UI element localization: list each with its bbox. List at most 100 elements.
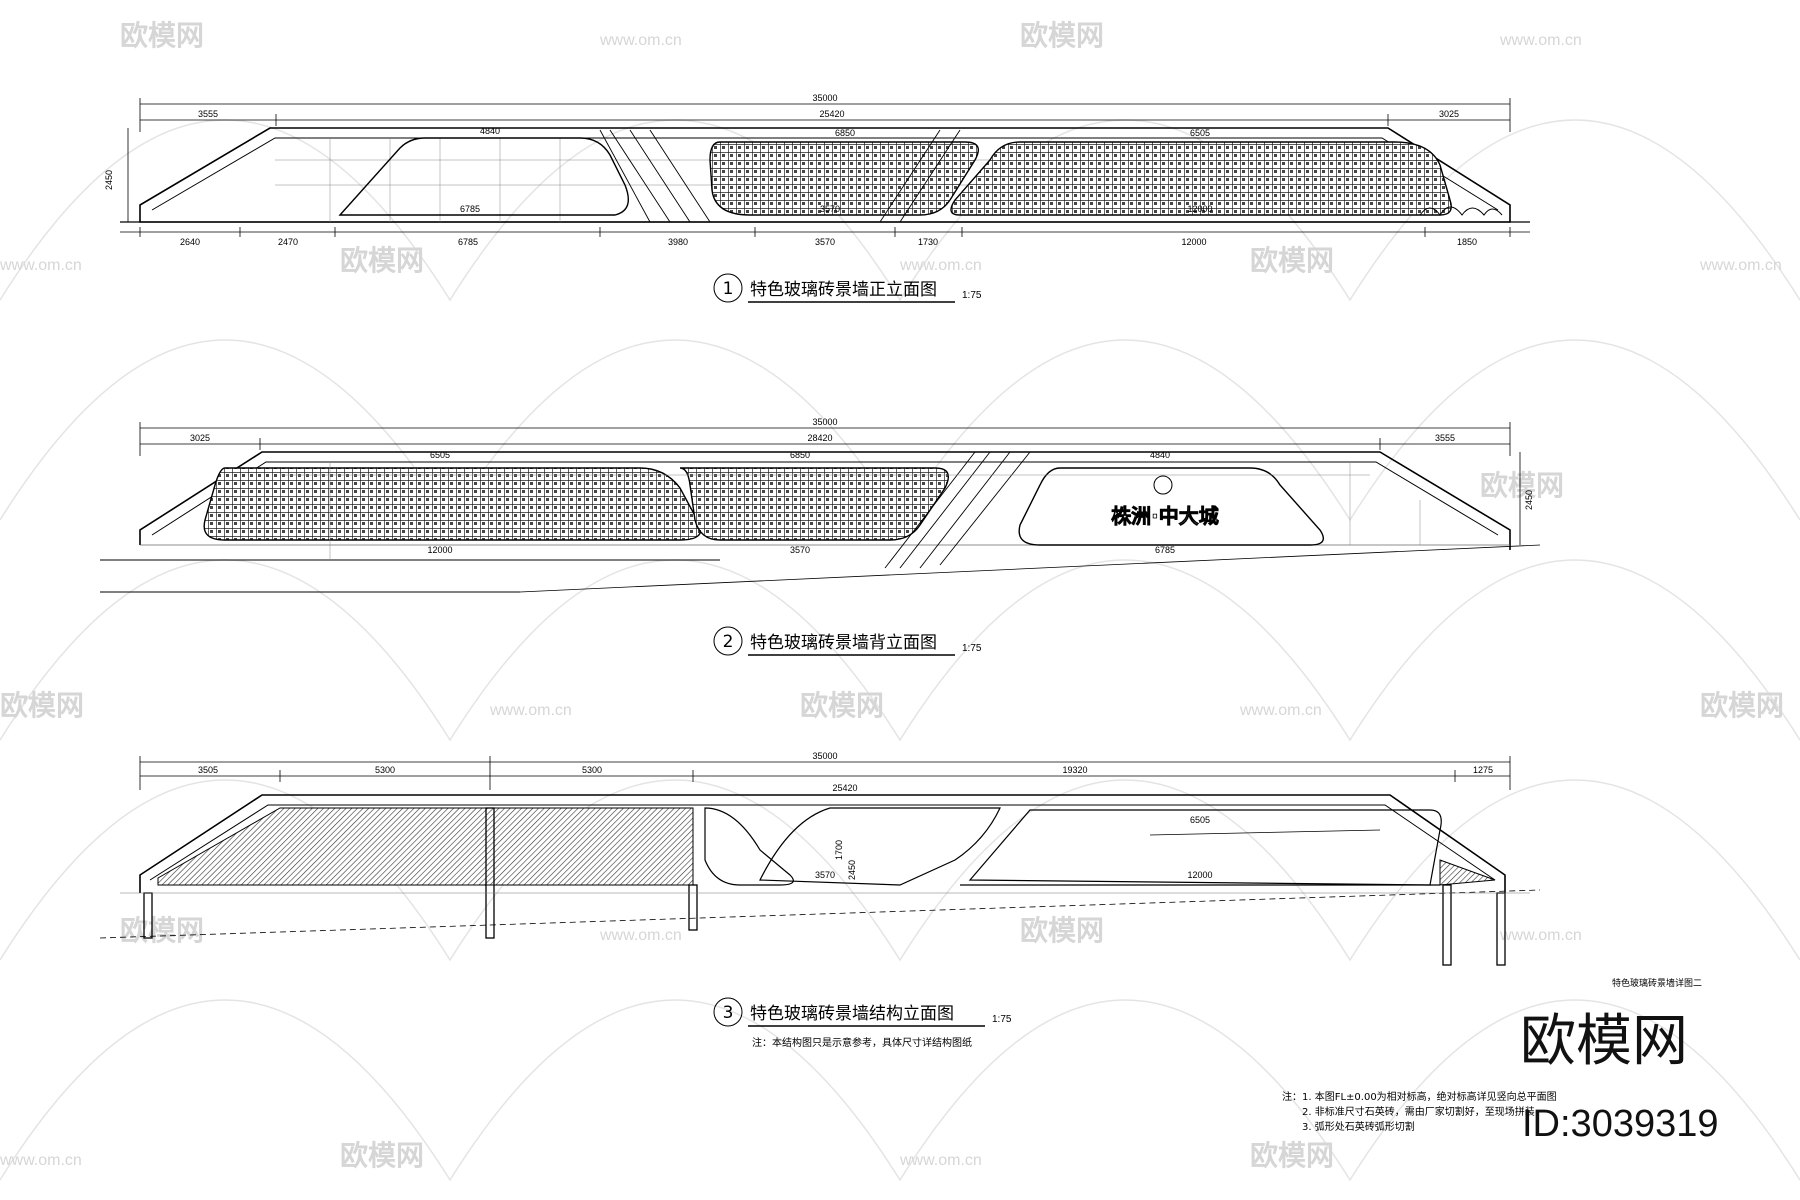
- v2-inner-dim: 3570: [790, 545, 810, 555]
- view-3-title: 特色玻璃砖景墙结构立面图: [750, 1004, 954, 1024]
- view-3-scale: 1:75: [992, 1014, 1012, 1025]
- v3-top-dim: 1275: [1473, 765, 1493, 775]
- v2-inner-dim: 6850: [790, 450, 810, 460]
- v1-inner-dim: 6505: [1190, 128, 1210, 138]
- watermark-brand: 欧模网: [1020, 914, 1104, 947]
- v1-top-dim: 25420: [819, 109, 844, 119]
- v1-height-dim: 2450: [104, 170, 114, 190]
- view-2-dimensions: 35000 3025 28420 3555 6505 6850 4840 120…: [190, 417, 1534, 555]
- v1-inner-dim: 3570: [820, 204, 840, 214]
- brand-stamp: 欧模网 ID:3039319: [1520, 1009, 1719, 1145]
- watermark-url: www.om.cn: [899, 257, 982, 274]
- watermark-url: www.om.cn: [899, 1152, 982, 1169]
- v2-top-dim: 28420: [807, 433, 832, 443]
- v3-inner-dim: 3570: [815, 870, 835, 880]
- v2-top-dim: 3025: [190, 433, 210, 443]
- v1-top-dim: 3555: [198, 109, 218, 119]
- watermark-brand: 欧模网: [120, 914, 204, 947]
- v1-bottom-dim: 2640: [180, 237, 200, 247]
- view-3-note: 注：本结构图只是示意参考，具体尺寸详结构图纸: [752, 1036, 972, 1049]
- view-1-title: 特色玻璃砖景墙正立面图: [750, 280, 937, 300]
- general-notes: 注：1. 本图FL±0.00为相对标高，绝对标高详见竖向总平面图 2. 非标准尺…: [1282, 1090, 1557, 1133]
- watermark-brand: 欧模网: [120, 19, 204, 52]
- view-2-number-bubble: [713, 626, 743, 656]
- watermark-url: www.om.cn: [0, 1152, 82, 1169]
- general-note-line: 3. 弧形处石英砖弧形切割: [1302, 1120, 1415, 1133]
- v1-bottom-dim: 1730: [918, 237, 938, 247]
- v2-inner-dim: 12000: [427, 545, 452, 555]
- sheet-name: 特色玻璃砖景墙详图二: [1612, 977, 1702, 989]
- v3-inner-dim: 2450: [847, 860, 857, 880]
- wall-sign-text: 株洲·中大城: [1111, 504, 1219, 528]
- v2-inner-dim: 6785: [1155, 545, 1175, 555]
- view-1-number-bubble: [713, 273, 743, 303]
- view-1-title-block: 1 特色玻璃砖景墙正立面图 1:75: [713, 273, 982, 303]
- v2-height-dim: 2450: [1524, 490, 1534, 510]
- v1-inner-dim: 6850: [835, 128, 855, 138]
- general-note-line: 注：1. 本图FL±0.00为相对标高，绝对标高详见竖向总平面图: [1282, 1090, 1557, 1103]
- view-3-number-bubble: [713, 997, 743, 1027]
- v1-bottom-dim: 3980: [668, 237, 688, 247]
- view-1-scale: 1:75: [962, 290, 982, 301]
- sign-logo-icon: [1153, 475, 1173, 495]
- v1-bottom-dim: 6785: [458, 237, 478, 247]
- view-2-title: 特色玻璃砖景墙背立面图: [750, 633, 937, 653]
- stamp-brand: 欧模网: [1520, 1009, 1688, 1074]
- v3-top-dim: 5300: [582, 765, 602, 775]
- v3-inner-dim: 12000: [1187, 870, 1212, 880]
- view-2-title-block: 2 特色玻璃砖景墙背立面图 1:75: [713, 626, 982, 656]
- v1-bottom-dim: 1850: [1457, 237, 1477, 247]
- v3-inner-dim: 6505: [1190, 815, 1210, 825]
- watermark-brand: 欧模网: [800, 689, 884, 722]
- view-2-number: 2: [723, 632, 734, 652]
- view-3-dimensions: 35000 3505 5300 5300 19320 1275 25420 35…: [198, 751, 1493, 880]
- v3-top-dim: 5300: [375, 765, 395, 775]
- watermark-arcs: [0, 119, 1800, 1182]
- v2-inner-dim: 6505: [430, 450, 450, 460]
- watermark-brand: 欧模网: [0, 689, 84, 722]
- watermark-url: www.om.cn: [1699, 257, 1782, 274]
- view-1-dimensions: 35000 3555 25420 3025 2640 2470 6785 398…: [104, 93, 1477, 247]
- watermark-brand: 欧模网: [340, 244, 424, 277]
- v3-mid-dim: 25420: [832, 783, 857, 793]
- v2-overall-dim: 35000: [812, 417, 837, 427]
- v1-inner-dim: 12000: [1187, 204, 1212, 214]
- general-note-line: 2. 非标准尺寸石英砖，需由厂家切割好，至现场拼装: [1302, 1105, 1535, 1118]
- v1-inner-dim: 6785: [460, 204, 480, 214]
- watermark-url: www.om.cn: [1499, 927, 1582, 944]
- watermark-url: www.om.cn: [1499, 32, 1582, 49]
- watermark-url: www.om.cn: [599, 32, 682, 49]
- watermark-url: www.om.cn: [1239, 702, 1322, 719]
- watermark-brand: 欧模网: [340, 1139, 424, 1172]
- view-1-number: 1: [723, 279, 734, 299]
- v1-top-dim: 3025: [1439, 109, 1459, 119]
- v1-bottom-dim: 3570: [815, 237, 835, 247]
- view-3-number: 3: [723, 1003, 734, 1023]
- watermark-brand: 欧模网: [1700, 689, 1784, 722]
- view-3-title-block: 3 特色玻璃砖景墙结构立面图 1:75 注：本结构图只是示意参考，具体尺寸详结构…: [713, 997, 1012, 1049]
- v1-inner-dim: 4840: [480, 126, 500, 136]
- watermark-brand: 欧模网: [1250, 244, 1334, 277]
- watermark-url: www.om.cn: [0, 257, 82, 274]
- v3-top-dim: 3505: [198, 765, 218, 775]
- v2-inner-dim: 4840: [1150, 450, 1170, 460]
- watermark-brand: 欧模网: [1480, 469, 1564, 502]
- stamp-id: ID:3039319: [1522, 1103, 1719, 1145]
- v2-top-dim: 3555: [1435, 433, 1455, 443]
- v1-overall-dim: 35000: [812, 93, 837, 103]
- v1-bottom-dim: 2470: [278, 237, 298, 247]
- view-1-front-elevation: [120, 98, 1530, 237]
- view-3-structural-elevation: [99, 756, 1541, 966]
- watermark-brand: 欧模网: [1250, 1139, 1334, 1172]
- watermark-url: www.om.cn: [489, 702, 572, 719]
- watermark-url: www.om.cn: [599, 927, 682, 944]
- view-2-back-elevation: [100, 422, 1541, 593]
- watermark-brand: 欧模网: [1020, 19, 1104, 52]
- v3-top-dim: 19320: [1062, 765, 1087, 775]
- v3-inner-dim: 1700: [834, 840, 844, 860]
- v3-overall-dim: 35000: [812, 751, 837, 761]
- v1-bottom-dim: 12000: [1181, 237, 1206, 247]
- view-2-scale: 1:75: [962, 643, 982, 654]
